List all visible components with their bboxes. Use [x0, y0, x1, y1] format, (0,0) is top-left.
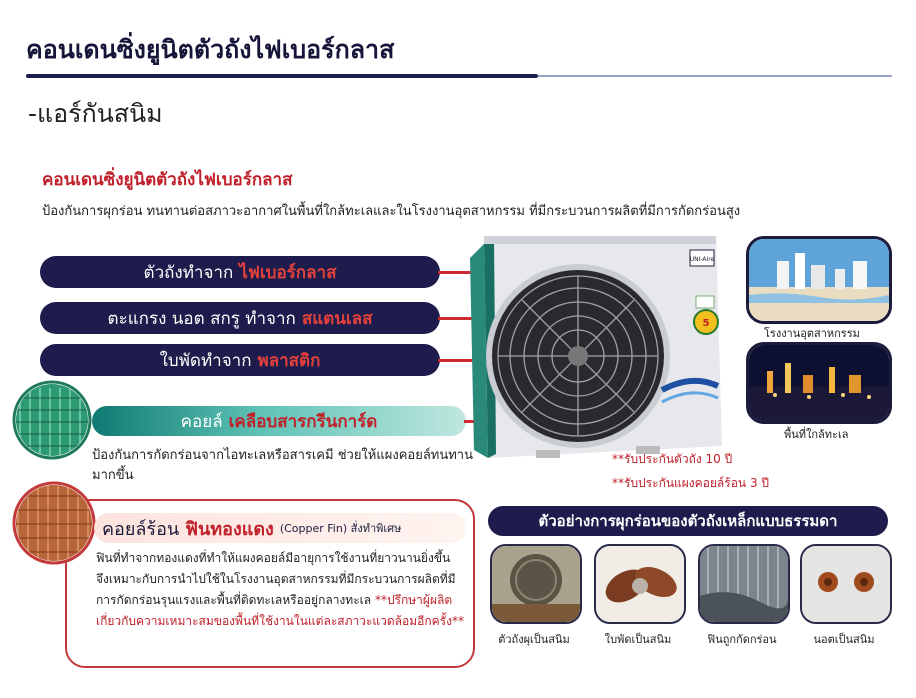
feature-fan-label: ใบพัดทำจาก [159, 350, 252, 371]
caption-rusty-body: ตัวถังผุเป็นสนิม [498, 633, 570, 646]
feature-body-pill: ตัวถังทำจาก ไฟเบอร์กลาส [40, 256, 440, 288]
caption-corroded-fin: ฟินถูกกัดกร่อน [707, 633, 777, 646]
copper-fin-highlight: ฟินทองแดง [185, 518, 274, 540]
industrial-plant-photo [746, 236, 892, 324]
page-subtitle: -แอร์กันสนิม [28, 99, 163, 128]
caption-seaside: พื้นที่ใกล้ทะเล [784, 428, 849, 441]
title-underline [26, 74, 538, 78]
feature-coil-highlight: เคลือบสารกรีนการ์ด [228, 411, 378, 432]
section-description: ป้องกันการผุกร่อน ทนทานต่อสภาวะอากาศในพื… [42, 204, 741, 219]
coil-description: ป้องกันการกัดกร่อนจากไอทะเลหรือสารเคมี ช… [92, 448, 473, 483]
feature-grille-highlight: สแตนเลส [301, 308, 373, 329]
feature-coil-label: คอยล์ [180, 411, 223, 432]
caption-industrial: โรงงานอุตสาหกรรม [764, 327, 860, 340]
connector-line [464, 420, 482, 423]
feature-grille-pill: ตะแกรง นอต สกรู ทำจาก สแตนเลส [40, 302, 440, 334]
rusty-nut-photo [800, 544, 892, 624]
page-title: คอนเดนซิ่งยูนิตตัวถังไฟเบอร์กลาส [26, 35, 395, 64]
warranty-body: **รับประกันตัวถัง 10 ปี [612, 452, 733, 466]
warranty-coil: **รับประกันแผงคอยล์ร้อน 3 ปี [612, 476, 770, 490]
feature-fan-pill: ใบพัดทำจาก พลาสติก [40, 344, 440, 376]
copper-fin-title-pill: คอยล์ร้อน ฟินทองแดง (Copper Fin) สั่งทำพ… [94, 513, 466, 543]
examples-banner: ตัวอย่างการผุกร่อนของตัวถังเหล็กแบบธรรมด… [488, 506, 888, 536]
copper-coil-image [12, 481, 96, 565]
brand-logo: UNI-Aire [690, 256, 715, 263]
rusty-body-photo [490, 544, 582, 624]
section-heading: คอนเดนซิ่งยูนิตตัวถังไฟเบอร์กลาส [42, 170, 293, 190]
seaside-area-photo [746, 342, 892, 424]
caption-rusty-fan: ใบพัดเป็นสนิม [604, 633, 672, 646]
copper-fin-note: **ปรึกษาผู้ผลิตเกี่ยวกับความเหมาะสมของพื… [96, 593, 464, 628]
feature-body-label: ตัวถังทำจาก [143, 262, 234, 283]
caption-rusty-nut: นอตเป็นสนิม [813, 633, 875, 646]
green-coil-image [12, 380, 92, 460]
feature-coil-pill: คอยล์ เคลือบสารกรีนการ์ด [92, 406, 466, 436]
corroded-fin-photo [698, 544, 790, 624]
copper-fin-suffix: (Copper Fin) สั่งทำพิเศษ [279, 522, 402, 535]
feature-fan-highlight: พลาสติก [257, 350, 321, 371]
title-underline-tail [538, 75, 892, 77]
condensing-unit-image: UNI-Aire 5 [470, 236, 722, 458]
energy-label: 5 [703, 318, 710, 329]
copper-fin-title: คอยล์ร้อน [102, 518, 180, 540]
feature-grille-label: ตะแกรง นอต สกรู ทำจาก [107, 308, 296, 329]
copper-fin-description-block: ฟินที่ทำจากทองแดงที่ทำให้แผงคอยล์มีอายุก… [96, 548, 466, 632]
copper-fin-description: ฟินที่ทำจากทองแดงที่ทำให้แผงคอยล์มีอายุก… [96, 551, 456, 607]
rusty-fan-photo [594, 544, 686, 624]
feature-body-highlight: ไฟเบอร์กลาส [239, 262, 337, 283]
